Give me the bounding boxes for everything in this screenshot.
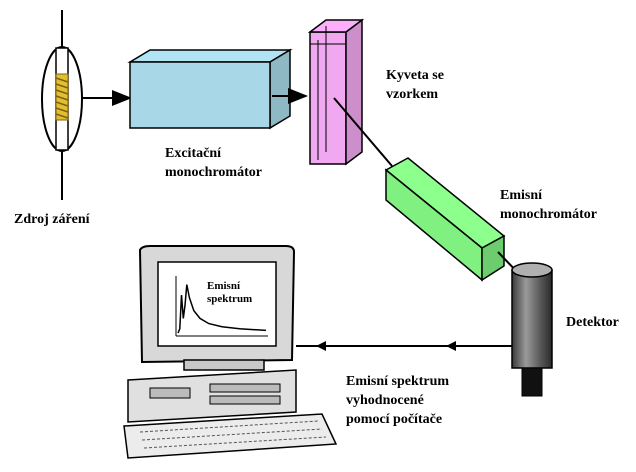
cuvette-label-line1: Kyveta se bbox=[386, 68, 444, 83]
cuvette-front bbox=[309, 31, 347, 165]
emission-box-end bbox=[481, 234, 505, 282]
screen-spectrum-label: Emisní spektrum bbox=[207, 280, 252, 306]
excitation-box-front bbox=[129, 61, 271, 129]
cuvette-side bbox=[345, 18, 363, 166]
emission-monochromator-label: Emisní monochromátor bbox=[500, 186, 597, 224]
screen-label-line2: spektrum bbox=[207, 293, 253, 305]
computer-label: Emisní spektrum vyhodnocené pomocí počít… bbox=[346, 372, 449, 429]
computer-label-line2: vyhodnocené bbox=[346, 393, 424, 408]
light-source-lamp bbox=[41, 10, 83, 200]
detector-label: Detektor bbox=[566, 315, 619, 330]
emission-spectrum-curve bbox=[177, 284, 267, 334]
emission-label-line1: Emisní bbox=[500, 188, 543, 203]
computer bbox=[123, 245, 338, 459]
cuvette bbox=[307, 18, 365, 166]
keyboard bbox=[123, 413, 338, 459]
signal-arrowhead-1 bbox=[446, 341, 456, 351]
computer-case bbox=[127, 369, 297, 423]
signal-arrowhead-2 bbox=[316, 341, 326, 351]
excitation-label-line1: Excitační bbox=[165, 146, 221, 161]
excitation-box-top bbox=[127, 49, 293, 63]
detector-tube bbox=[511, 262, 553, 397]
cuvette-top bbox=[307, 19, 365, 33]
emission-monochromator-box bbox=[384, 157, 506, 282]
beam-to-emission-monochromator bbox=[333, 97, 393, 167]
emission-label-line2: monochromátor bbox=[500, 207, 597, 222]
screen-label-line1: Emisní bbox=[207, 280, 241, 292]
computer-label-line3: pomocí počítače bbox=[346, 412, 443, 427]
cuvette-label: Kyveta se vzorkem bbox=[386, 66, 444, 104]
monitor bbox=[138, 245, 296, 371]
excitation-label-line2: monochromátor bbox=[165, 165, 262, 180]
cuvette-label-line2: vzorkem bbox=[386, 87, 439, 102]
cuvette-edges bbox=[310, 26, 346, 160]
excitation-box-side bbox=[269, 48, 291, 130]
excitation-monochromator-box bbox=[127, 48, 293, 130]
lamp-filament bbox=[55, 73, 69, 121]
light-source-label: Zdroj záření bbox=[14, 212, 90, 227]
computer-label-line1: Emisní spektrum bbox=[346, 374, 450, 389]
excitation-monochromator-label: Excitační monochromátor bbox=[165, 144, 262, 182]
